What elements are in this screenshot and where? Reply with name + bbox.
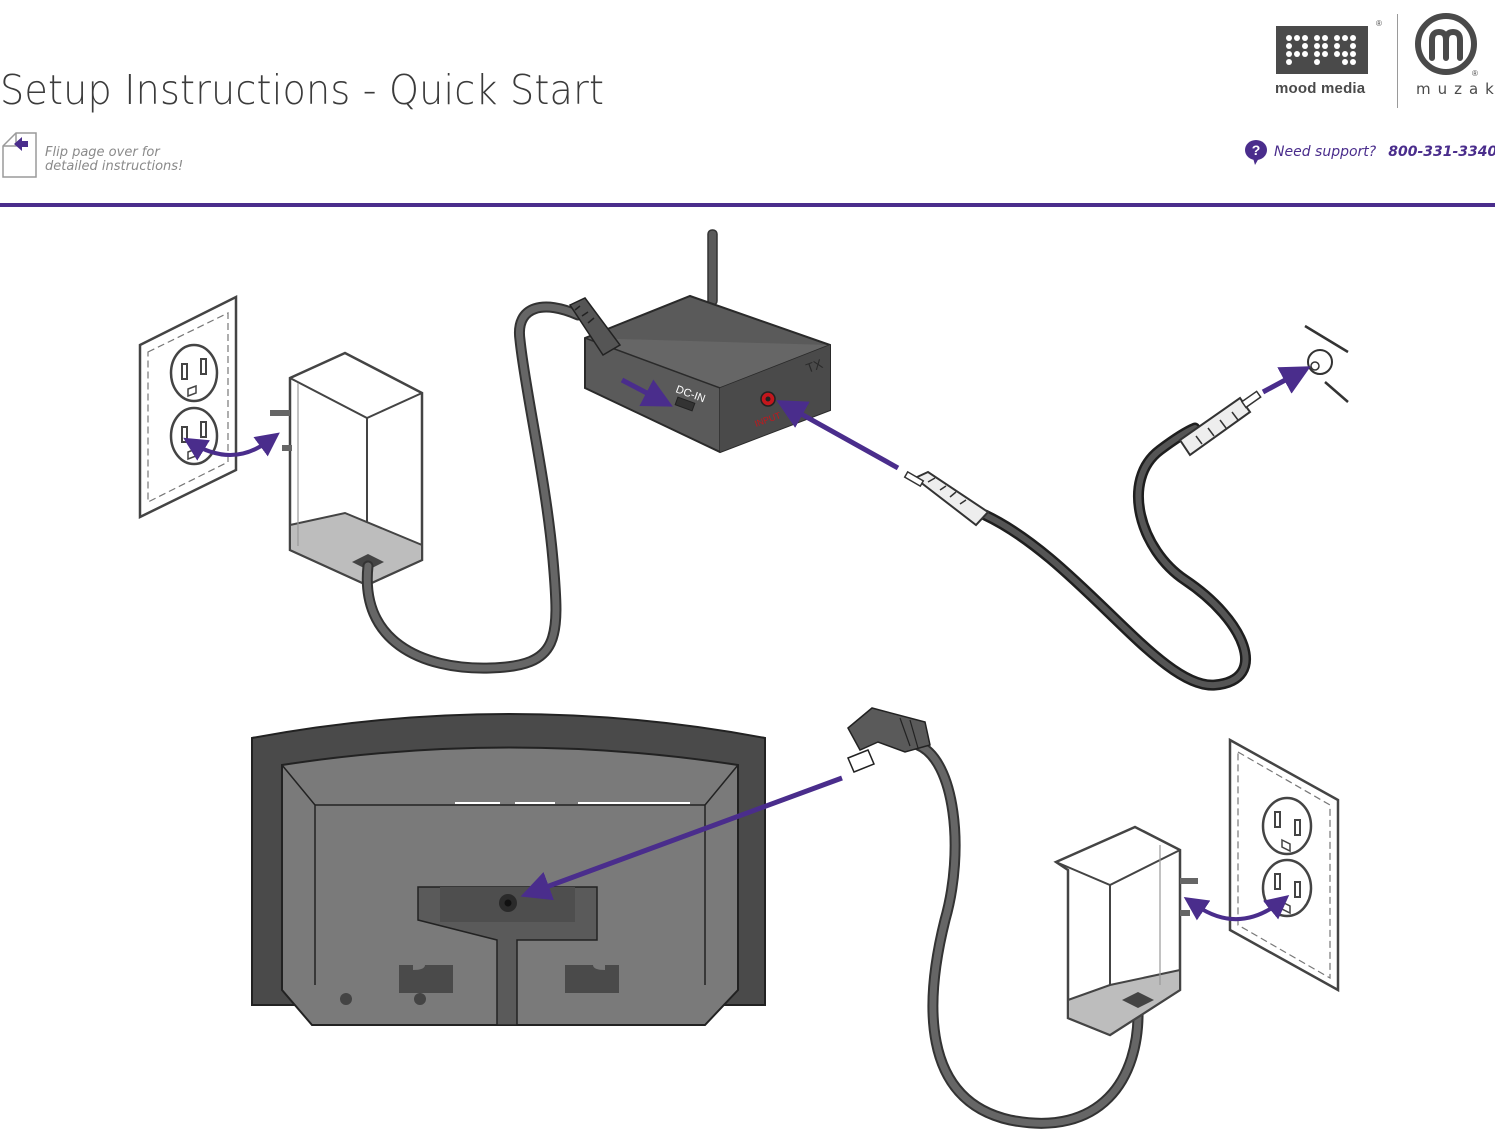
wall-audio-jack xyxy=(1305,326,1348,402)
power-adapter-top xyxy=(270,353,422,585)
question-bubble-icon: ? xyxy=(1244,139,1268,165)
audio-cable xyxy=(985,428,1246,685)
outlet-socket-lower xyxy=(171,408,217,464)
transmitter-box: DC-IN INPUT TX xyxy=(585,230,830,452)
mood-registered-mark: ® xyxy=(1376,19,1382,28)
page-title: Setup Instructions - Quick Start xyxy=(0,66,604,114)
rca-plug-left xyxy=(905,472,988,525)
outlet-socket-upper xyxy=(171,345,217,401)
arrow-wall-jack xyxy=(1263,371,1302,392)
header-divider xyxy=(0,203,1495,207)
flip-page-icon xyxy=(2,132,38,178)
muzak-wordmark: muzak xyxy=(1416,80,1495,98)
muzak-registered-mark: ® xyxy=(1472,69,1478,78)
flip-page-note: Flip page over for detailed instructions… xyxy=(45,146,183,174)
power-adapter-bottom xyxy=(1056,827,1198,1035)
wall-outlet-bottom-right xyxy=(1230,740,1338,990)
logo-separator xyxy=(1397,14,1398,108)
speaker-back xyxy=(252,714,765,1025)
setup-diagram: DC-IN INPUT TX xyxy=(0,210,1495,1135)
support-phone: 800-331-3340 xyxy=(1388,144,1495,160)
rca-plug-right xyxy=(1180,391,1261,455)
speaker-power-plug xyxy=(848,708,930,772)
wall-outlet-top-left xyxy=(140,297,236,517)
flip-note-line2: detailed instructions! xyxy=(45,160,183,174)
flip-note-line1: Flip page over for xyxy=(45,146,183,160)
arrow-input xyxy=(785,405,898,468)
outlet-socket-upper-right xyxy=(1263,798,1311,854)
support-contact: ? Need support? 800-331-3340 xyxy=(1244,138,1495,166)
muzak-logo: ® xyxy=(1412,12,1484,84)
mood-media-wordmark: mood media xyxy=(1275,80,1365,97)
support-label: Need support? xyxy=(1274,144,1376,160)
svg-text:?: ? xyxy=(1252,142,1261,158)
